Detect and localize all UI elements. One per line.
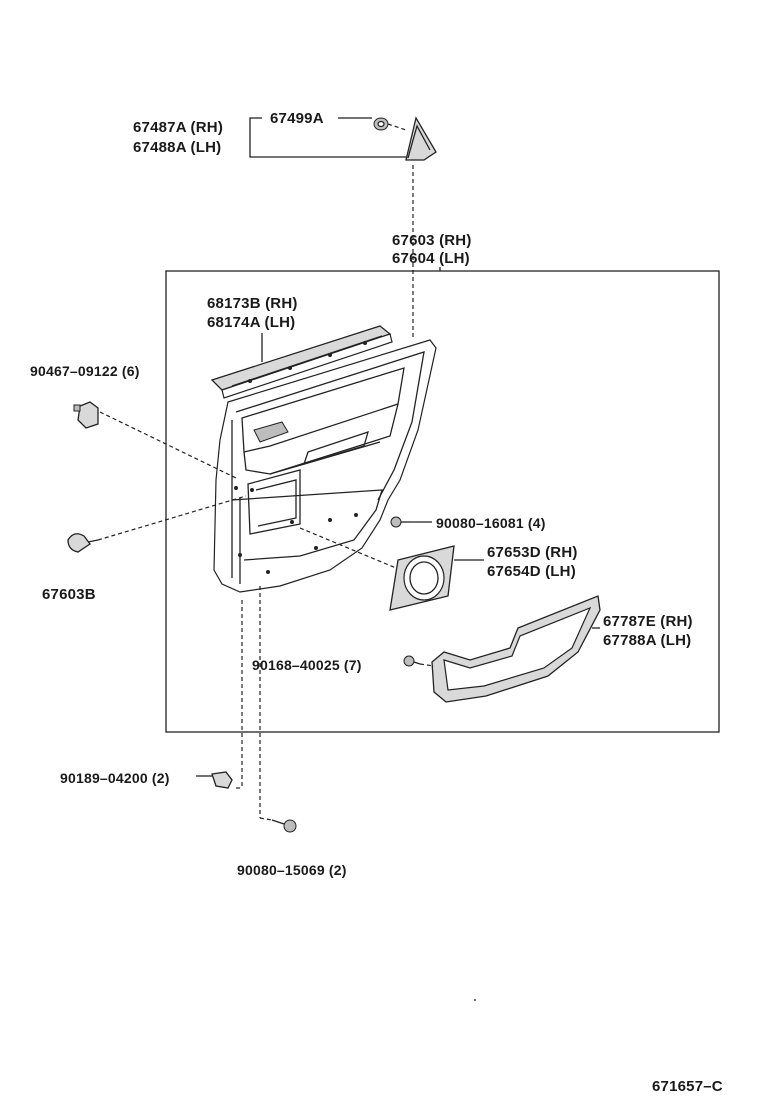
label-weatherstrip-lh: 68174A (LH) xyxy=(207,314,296,331)
label-screw-90189: 90189–04200 (2) xyxy=(60,770,170,786)
label-screw-90168: 90168–40025 (7) xyxy=(252,657,362,673)
molding-67487A-part xyxy=(405,116,437,161)
label-speaker-grille-lh: 67654D (LH) xyxy=(487,563,576,580)
label-clip-67603B: 67603B xyxy=(42,586,96,603)
label-board-rh: 67603 (RH) xyxy=(392,232,472,249)
assembly-frame xyxy=(165,270,720,733)
clip-67499A-part xyxy=(373,117,389,131)
screw-90168-part xyxy=(403,655,421,667)
label-screw-90080-15069: 90080–15069 (2) xyxy=(237,862,347,878)
label-clip-67499A: 67499A xyxy=(270,110,324,127)
bracket-67487A xyxy=(249,117,406,158)
weatherstrip-part xyxy=(210,325,393,399)
clip-67603B-part xyxy=(67,533,99,553)
label-molding-lh: 67488A (LH) xyxy=(133,139,222,156)
label-molding-rh: 67487A (RH) xyxy=(133,119,224,136)
door-pocket-part xyxy=(431,595,601,703)
screw-90189-part xyxy=(196,771,233,789)
screw-90080-15069-part xyxy=(271,819,297,833)
label-clip-90467: 90467–09122 (6) xyxy=(30,363,140,379)
figure-code: 671657–C xyxy=(652,1078,723,1095)
label-pocket-rh: 67787E (RH) xyxy=(603,613,693,630)
label-speaker-grille-rh: 67653D (RH) xyxy=(487,544,578,561)
speaker-grille-part xyxy=(389,545,455,611)
label-weatherstrip-rh: 68173B (RH) xyxy=(207,295,298,312)
label-pocket-lh: 67788A (LH) xyxy=(603,632,692,649)
screw-90080-16081-part xyxy=(390,516,410,528)
label-screw-90080-16081: 90080–16081 (4) xyxy=(436,515,546,531)
label-board-lh: 67604 (LH) xyxy=(392,250,470,267)
door-trim-board-part xyxy=(213,339,437,593)
clip-90467-part xyxy=(73,401,99,429)
